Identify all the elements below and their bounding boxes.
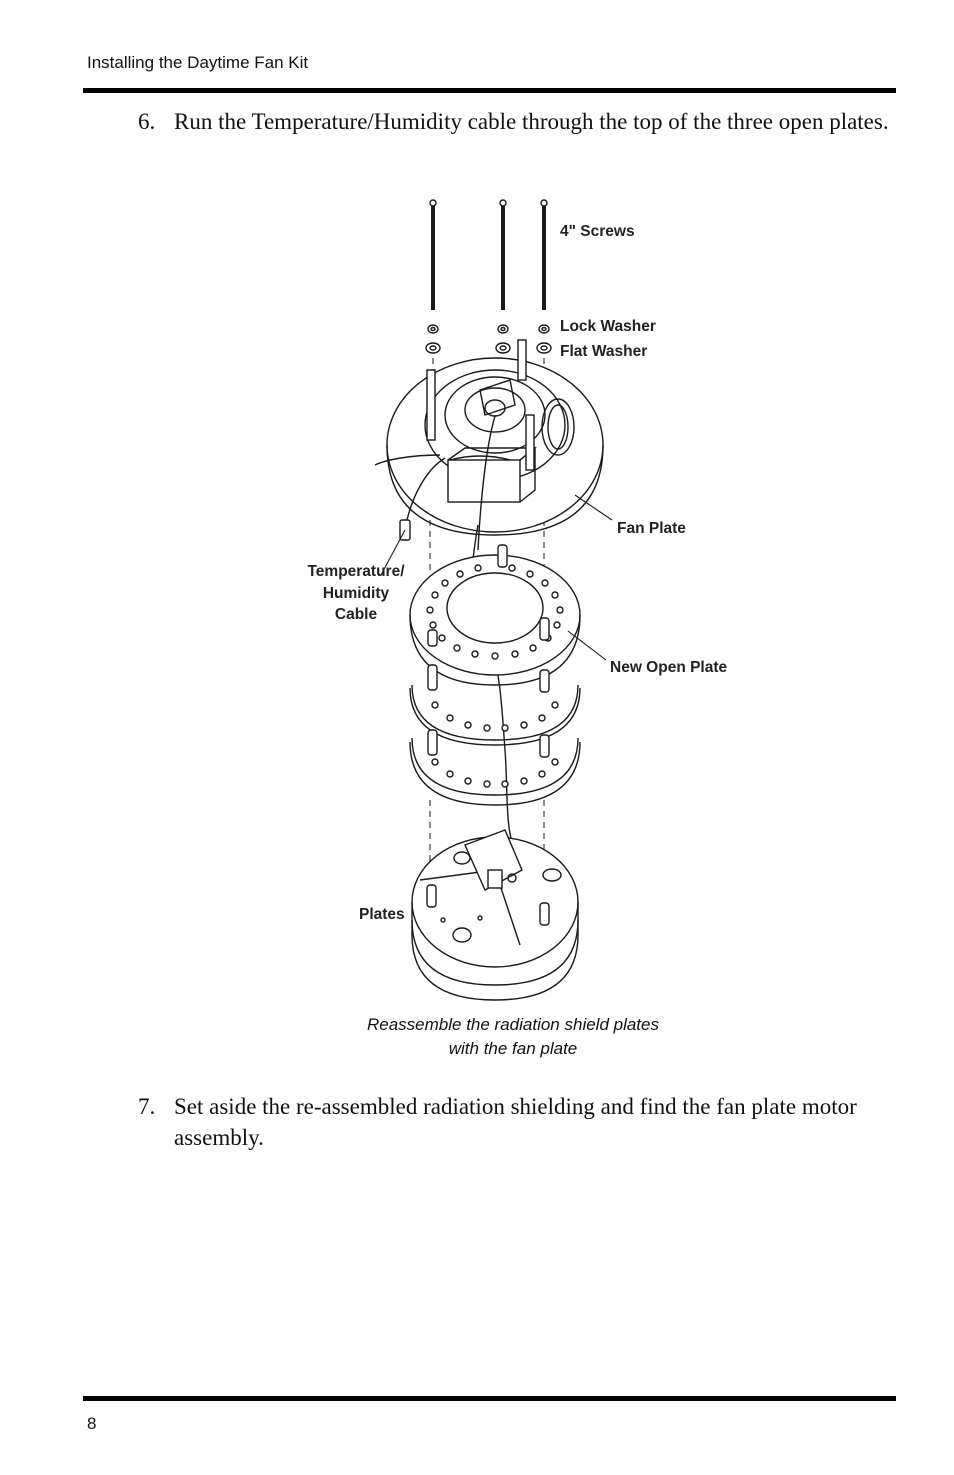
- figure-caption: Reassemble the radiation shield plates w…: [313, 1013, 713, 1061]
- caption-line-2: with the fan plate: [448, 1039, 578, 1058]
- open-plate-3: [409, 729, 581, 806]
- step-7: 7. Set aside the re-assembled radiation …: [138, 1091, 898, 1153]
- label-flat-washer: Flat Washer: [560, 343, 647, 360]
- step-text: Run the Temperature/Humidity cable throu…: [174, 109, 889, 134]
- label-plates: Plates: [359, 906, 405, 923]
- running-header: Installing the Daytime Fan Kit: [87, 53, 309, 72]
- lock-washers: [427, 324, 550, 334]
- screw-left: [429, 199, 437, 310]
- assembly-diagram: 4" Screws Lock Washer Flat Washer Fan Pl…: [290, 190, 760, 1020]
- page-number: 8: [87, 1414, 97, 1433]
- flat-washers: [425, 342, 552, 354]
- label-cable-line2: Humidity: [323, 585, 390, 602]
- label-cable-line1: Temperature/: [307, 563, 405, 580]
- step-6: 6. Run the Temperature/Humidity cable th…: [138, 106, 898, 137]
- footer-rule: [83, 1396, 896, 1401]
- header-rule: [83, 88, 896, 93]
- step-number: 7.: [138, 1094, 156, 1119]
- fan-plate: [374, 339, 604, 551]
- step-number: 6.: [138, 109, 156, 134]
- caption-line-1: Reassemble the radiation shield plates: [366, 1015, 659, 1034]
- label-fan-plate: Fan Plate: [617, 520, 686, 537]
- label-screws: 4" Screws: [560, 223, 635, 240]
- label-cable-line3: Cable: [335, 606, 378, 623]
- label-lock-washer: Lock Washer: [560, 318, 656, 335]
- new-open-plate: [409, 544, 581, 686]
- open-plate-2: [409, 664, 581, 746]
- label-new-open-plate: New Open Plate: [610, 659, 728, 676]
- screw-middle: [499, 199, 507, 310]
- step-text: Set aside the re-assembled radiation shi…: [174, 1094, 857, 1150]
- base-plate: [411, 829, 579, 1001]
- screw-right: [540, 199, 548, 310]
